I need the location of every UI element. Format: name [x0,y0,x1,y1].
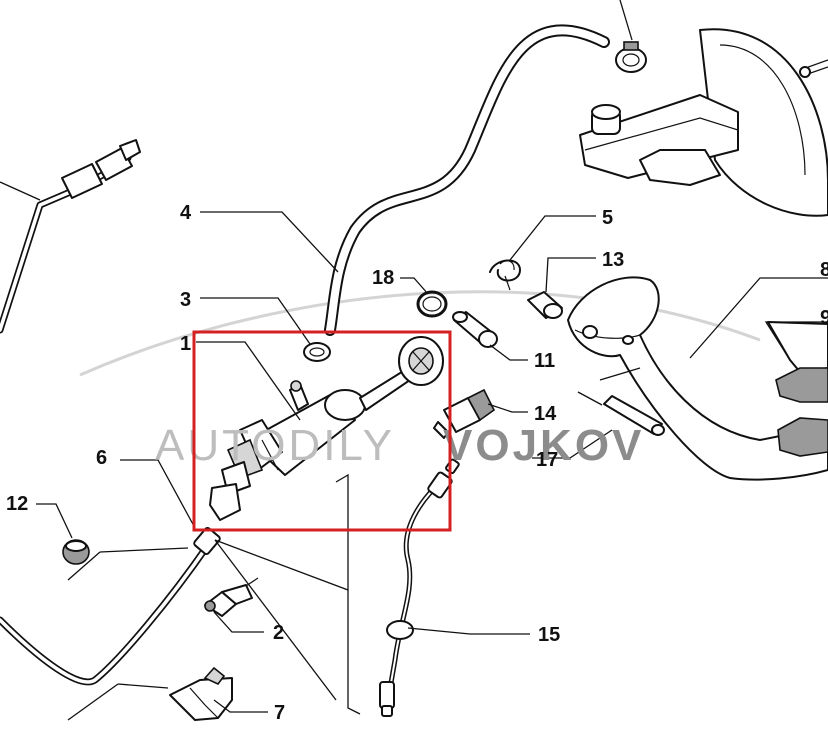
callout-18: 18 [372,267,394,289]
seal-18 [416,290,448,318]
callout-6: 6 [96,447,107,469]
callout-12: 12 [6,493,28,515]
watermark-text-dark: VOJKOV [443,421,644,470]
clamp-3 [303,342,331,362]
callout-5: 5 [602,207,613,229]
callout-15: 15 [538,624,560,646]
spring-5 [489,259,521,291]
hose-clamp-top [615,41,647,73]
assembly-lines [67,367,641,721]
grommet-12 [62,539,90,565]
callout-leaders [0,0,828,713]
pin-11 [452,311,498,348]
rod-17 [603,395,665,436]
pipe-6 [0,527,221,686]
switch-14 [433,388,496,439]
clutch-master-cylinder [209,336,444,521]
callout-7: 7 [274,702,285,724]
clutch-pedal [567,276,828,481]
sensor-cable-15 [379,458,460,717]
callout-4: 4 [180,202,192,224]
callout-14: 14 [534,403,557,425]
callout-2: 2 [273,622,284,644]
highlight-box [192,330,452,532]
callout-9: 9 [820,307,828,329]
callout-13: 13 [602,249,624,271]
hydraulic-pipe-left [0,139,141,334]
bushing-13 [527,291,563,319]
brake-booster [579,28,828,217]
hose-4 [324,24,610,336]
callout-1: 1 [180,333,191,355]
callout-11: 11 [534,350,555,372]
watermark-text-light: AUTODILY [155,421,395,470]
callout-8: 8 [820,259,828,281]
callout-3: 3 [180,289,191,311]
connector-2 [204,577,259,617]
callout-17: 17 [536,449,558,471]
clip-7 [169,666,233,721]
